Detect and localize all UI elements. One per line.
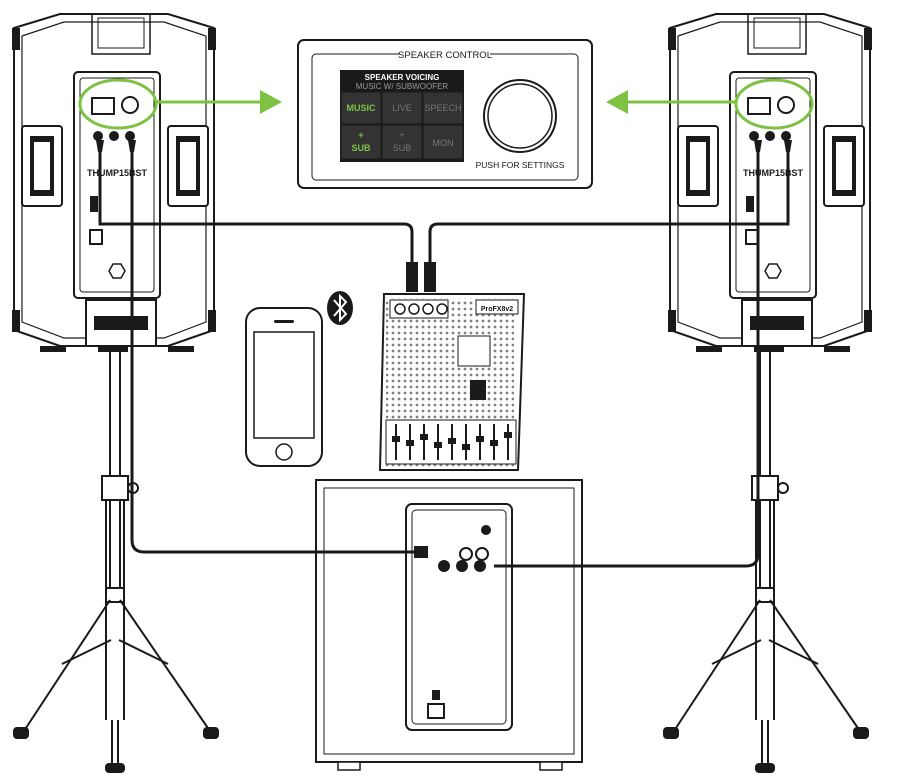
mode-music[interactable]: MUSIC (347, 103, 377, 113)
smartphone (245, 307, 323, 467)
settings-knob[interactable] (483, 79, 557, 153)
right-tripod-stand (663, 350, 869, 773)
mode-sub-plus-active-symbol: + (358, 130, 363, 140)
bluetooth-icon (327, 291, 353, 325)
speaker-control-title: SPEAKER CONTROL (398, 50, 492, 61)
right-speaker-model-label: THUMP15BST (743, 168, 804, 178)
left-speaker-model-label: THUMP15BST (87, 168, 148, 178)
voicing-screen-subheading: MUSIC W/ SUBWOOFER (356, 82, 449, 91)
mode-speech[interactable]: SPEECH (424, 103, 461, 113)
mode-live[interactable]: LIVE (392, 103, 412, 113)
subwoofer (315, 479, 583, 771)
arrow-left-icon (606, 90, 628, 114)
left-callout (78, 78, 282, 130)
right-speaker: THUMP15BST (668, 13, 872, 352)
left-tripod-stand (13, 350, 219, 773)
cable-connectors (96, 140, 792, 558)
mode-sub[interactable]: SUB (393, 143, 412, 153)
cables (98, 140, 790, 568)
voicing-screen-heading: SPEAKER VOICING (365, 73, 440, 82)
mode-mon[interactable]: MON (433, 138, 454, 148)
arrow-right-icon (260, 90, 282, 114)
mode-sub-plus-symbol: + (399, 130, 404, 140)
knob-caption: PUSH FOR SETTINGS (476, 160, 565, 170)
mode-sub-active[interactable]: SUB (351, 143, 371, 153)
speaker-control-panel: SPEAKER CONTROL SPEAKER VOICING MUSIC W/… (297, 39, 593, 189)
mixer: ProFX8v2 (378, 293, 526, 471)
left-speaker: THUMP15BST (12, 13, 216, 352)
mixer-brand-label: ProFX8v2 (481, 306, 513, 313)
right-callout (606, 78, 814, 130)
